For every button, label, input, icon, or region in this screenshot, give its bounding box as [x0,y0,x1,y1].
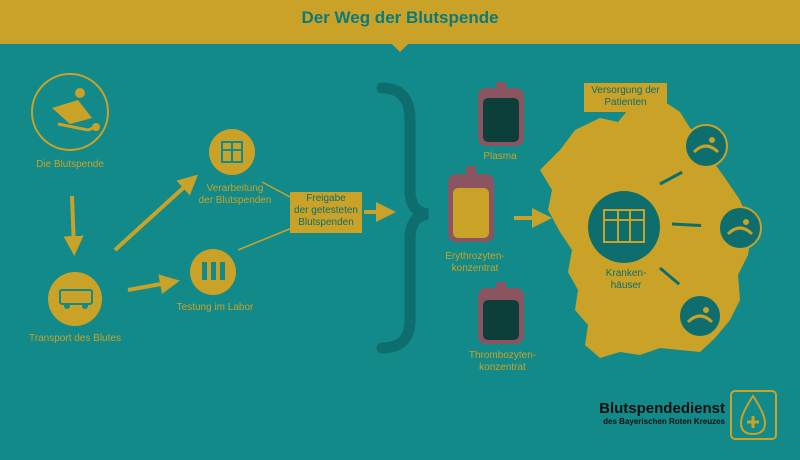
arrow-hospital-patient-1 [659,165,696,186]
building-icon [209,129,255,175]
lab-label: Testung im Labor [176,302,254,313]
line-processing-release [261,181,293,199]
thrombocyte-label: Thrombozyten- konzentrat [468,350,537,373]
logo-name: Blutspendedienst [599,400,725,417]
arrow-hospital-patient-2 [671,218,716,234]
erythrocyte-label: Erythrozyten- konzentrat [445,251,505,274]
thrombocyte-bag-icon [478,282,524,344]
patient-supply-box: Versorgung der Patienten [584,83,667,112]
van-icon [48,272,102,326]
processing-label: Verarbeitung der Blutspenden [198,183,272,206]
line-lab-release [237,227,293,251]
logo-drop-icon [730,390,777,440]
arrow-donation-transport [63,195,84,256]
logo-subtitle: des Bayerischen Roten Kreuzes [603,417,725,426]
plasma-label: Plasma [483,151,517,162]
test-tubes-icon [190,249,236,295]
patient-icon-3 [678,294,722,338]
erythrocyte-bag-icon [448,166,494,242]
hospital-icon [588,191,660,263]
header-banner [0,0,800,52]
brace [376,82,430,354]
transport-label: Transport des Blutes [29,333,121,344]
patient-icon-2 [718,206,762,250]
donation-label: Die Blutspende [36,159,104,170]
arrow-transport-lab [127,274,180,294]
arrow-transport-processing [113,174,198,252]
page-title: Der Weg der Blutspende [301,8,499,27]
hospital-label: Kranken- häuser [605,268,647,291]
donation-icon [31,73,109,151]
logo: Blutspendedienst des Bayerischen Roten K… [585,400,725,427]
release-box: Freigabe der getesteten Blutspenden [290,192,362,233]
arrow-hospital-patient-3 [659,266,691,294]
plasma-bag-icon [478,82,524,146]
patient-icon-1 [684,124,728,168]
